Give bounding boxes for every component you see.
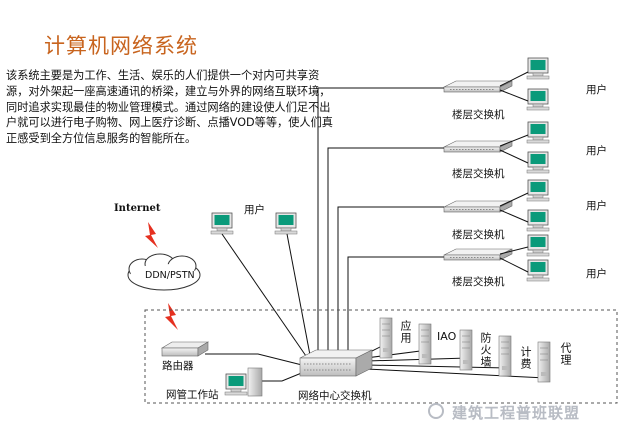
user-monitor — [210, 212, 234, 235]
server-label-iao: IAO — [437, 330, 457, 343]
user-label: 用户 — [586, 200, 607, 212]
description-text: 该系统主要是为工作、生活、娱乐的人们提供一个对内可共享资源，对外架起一座高速通讯… — [6, 69, 333, 146]
user-monitor — [274, 212, 298, 235]
user-monitor — [526, 234, 550, 257]
floor-switch-label: 楼层交换机 — [452, 168, 505, 180]
core-switch — [299, 349, 373, 377]
ddn-label: DDN/PSTN — [145, 270, 195, 281]
lightning-icon — [165, 303, 178, 330]
server-label-firewall: 防火墙 — [479, 332, 492, 368]
server-label-billing: 计费 — [519, 346, 532, 370]
mgmt-workstation — [224, 367, 263, 397]
user-monitor — [526, 88, 550, 111]
floor-switch-label: 楼层交换机 — [452, 229, 505, 241]
watermark-text: 建筑工程普班联盟 — [452, 404, 581, 422]
server-firewall — [459, 329, 473, 371]
page-title: 计算机网络系统 — [44, 34, 198, 58]
user-label: 用户 — [586, 145, 607, 157]
lightning-icon — [145, 222, 158, 248]
user-label: 用户 — [586, 268, 607, 280]
user-label: 用户 — [244, 204, 265, 216]
user-monitor — [526, 259, 550, 282]
router-device — [160, 341, 210, 357]
user-monitor — [526, 57, 550, 80]
server-label-proxy: 代理 — [559, 342, 572, 366]
user-monitor — [526, 151, 550, 174]
floor-switch-label: 楼层交换机 — [452, 109, 505, 121]
network-center-boundary — [144, 309, 618, 404]
watermark-logo — [428, 403, 444, 419]
connection-lines — [205, 71, 547, 382]
internet-label: Internet — [114, 203, 161, 214]
server-billing — [498, 335, 512, 377]
user-monitor — [526, 209, 550, 232]
user-monitor — [526, 121, 550, 144]
router-label: 路由器 — [162, 360, 194, 372]
floor-switch-label: 楼层交换机 — [452, 276, 505, 288]
user-label: 用户 — [586, 84, 607, 96]
server-proxy — [537, 341, 551, 383]
core-switch-label: 网络中心交换机 — [298, 390, 372, 402]
server-label-app: 应用 — [399, 320, 412, 344]
server-app — [379, 317, 393, 359]
mgmt-label: 网管工作站 — [166, 389, 219, 401]
user-monitor — [526, 179, 550, 202]
server-iao — [418, 323, 432, 365]
